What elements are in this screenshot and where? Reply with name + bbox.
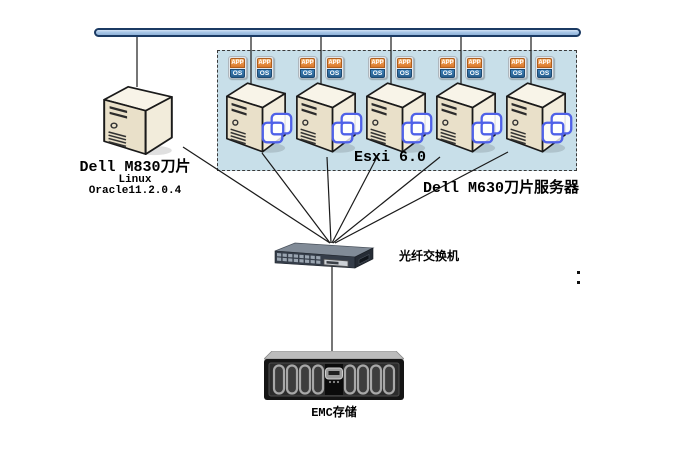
- os-badge: OS: [230, 69, 245, 78]
- os-badge: OS: [440, 69, 455, 78]
- emc-storage-icon: [264, 351, 404, 400]
- fiber-switch-icon: [274, 242, 375, 269]
- os-badge: OS: [300, 69, 315, 78]
- emc-storage-label: EMC存储: [311, 406, 357, 420]
- os-badge: OS: [537, 69, 552, 78]
- network-bus-bar: [94, 28, 581, 37]
- vm-app-os-icon: APP OS: [368, 56, 387, 79]
- app-badge: APP: [300, 58, 315, 68]
- app-badge: APP: [370, 58, 385, 68]
- vmware-icon: [471, 112, 503, 144]
- os-badge: OS: [467, 69, 482, 78]
- artifact-dot: [577, 281, 580, 284]
- app-badge: APP: [440, 58, 455, 68]
- vm-app-os-icon: APP OS: [438, 56, 457, 79]
- m830-label: Dell M830刀片: [79, 159, 191, 176]
- vm-app-os-icon: APP OS: [395, 56, 414, 79]
- vm-app-os-icon: APP OS: [465, 56, 484, 79]
- app-badge: APP: [537, 58, 552, 68]
- os-badge: OS: [257, 69, 272, 78]
- app-badge: APP: [230, 58, 245, 68]
- vm-app-os-icon: APP OS: [298, 56, 317, 79]
- app-badge: APP: [397, 58, 412, 68]
- m630-cluster-label: Dell M630刀片服务器: [423, 180, 580, 197]
- vmware-icon: [541, 112, 573, 144]
- os-badge: OS: [370, 69, 385, 78]
- esxi-version-label: Esxi 6.0: [354, 149, 427, 166]
- os-badge: OS: [397, 69, 412, 78]
- app-badge: APP: [510, 58, 525, 68]
- os-badge: OS: [327, 69, 342, 78]
- m830-db-label: Oracle11.2.0.4: [88, 185, 182, 197]
- vm-app-os-icon: APP OS: [508, 56, 527, 79]
- vm-app-os-icon: APP OS: [228, 56, 247, 79]
- m830-os-label: Linux: [118, 174, 152, 186]
- dell-m830-server-icon: [103, 85, 173, 156]
- vmware-icon: [261, 112, 293, 144]
- os-badge: OS: [510, 69, 525, 78]
- artifact-dot: [577, 271, 580, 274]
- vmware-icon: [331, 112, 363, 144]
- vmware-icon: [401, 112, 433, 144]
- app-badge: APP: [327, 58, 342, 68]
- app-badge: APP: [467, 58, 482, 68]
- vm-app-os-icon: APP OS: [255, 56, 274, 79]
- vm-app-os-icon: APP OS: [325, 56, 344, 79]
- app-badge: APP: [257, 58, 272, 68]
- fiber-switch-label: 光纤交换机: [399, 250, 460, 264]
- vm-app-os-icon: APP OS: [535, 56, 554, 79]
